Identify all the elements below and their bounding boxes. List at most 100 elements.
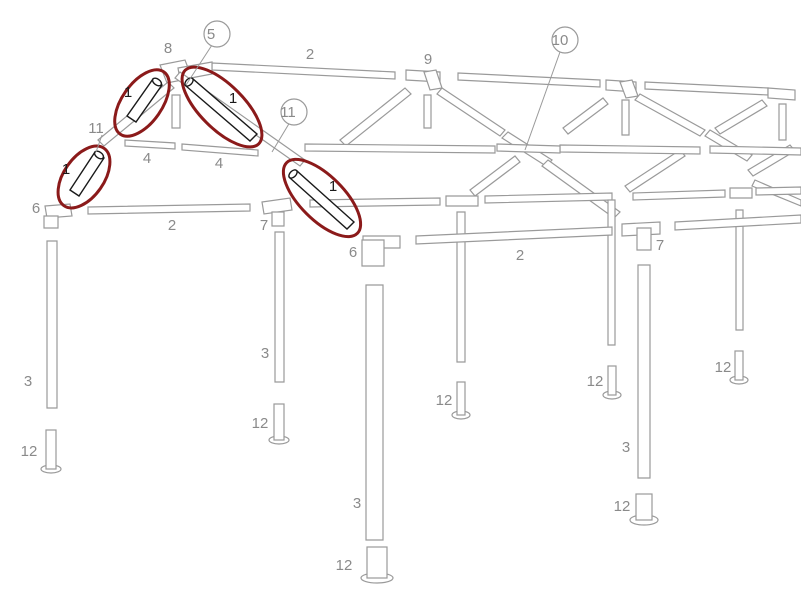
middle-lower-rail xyxy=(755,186,801,196)
foot-12 xyxy=(45,429,57,470)
highlight-ellipse xyxy=(281,157,363,239)
label-12: 12 xyxy=(252,415,269,432)
label-3: 3 xyxy=(24,373,32,390)
connector-7 xyxy=(261,197,293,215)
label-12: 12 xyxy=(436,392,453,409)
foot-12 xyxy=(635,493,653,521)
label-12: 12 xyxy=(715,359,732,376)
roof-brace xyxy=(339,87,412,147)
back-roof-rail xyxy=(457,72,601,88)
foot-12 xyxy=(456,381,466,416)
front-rail-2 xyxy=(87,203,251,215)
part-labels: 5 11 10 8 2 9 11 4 4 6 2 7 6 2 7 3 3 3 3… xyxy=(21,26,732,574)
label-5: 5 xyxy=(207,26,215,43)
middle-rail xyxy=(496,143,561,154)
label-10: 10 xyxy=(552,32,569,49)
front-rail-2 xyxy=(415,226,613,245)
middle-lower-rail xyxy=(309,197,441,208)
label-3: 3 xyxy=(261,345,269,362)
label-9: 9 xyxy=(424,51,432,68)
label-1: 1 xyxy=(124,84,132,101)
label-12: 12 xyxy=(336,557,353,574)
foot-12 xyxy=(734,350,744,381)
label-2: 2 xyxy=(306,46,314,63)
connector xyxy=(445,195,479,207)
label-7: 7 xyxy=(260,217,268,234)
rail-4 xyxy=(181,143,259,157)
label-6: 6 xyxy=(32,200,40,217)
part-1-tube xyxy=(126,78,163,123)
label-12: 12 xyxy=(587,373,604,390)
callouts xyxy=(95,20,579,153)
label-2: 2 xyxy=(516,247,524,264)
middle-rail xyxy=(709,145,801,156)
leg-3 xyxy=(365,284,384,541)
connector-7 xyxy=(636,227,652,251)
part-1-tube xyxy=(69,151,105,197)
leg-3 xyxy=(274,231,285,383)
connector-7 xyxy=(271,211,285,227)
leader-line xyxy=(271,121,291,153)
foot-12 xyxy=(366,546,388,579)
connector-6 xyxy=(361,239,385,267)
leader-line xyxy=(185,44,213,86)
front-rail-2 xyxy=(674,214,801,231)
back-leg xyxy=(423,94,432,129)
connector-6 xyxy=(43,215,59,229)
roof-brace xyxy=(634,93,706,137)
label-1: 1 xyxy=(229,90,237,107)
highlight-ellipse xyxy=(180,65,264,149)
callout-10 xyxy=(551,26,579,54)
middle-row-frame xyxy=(124,139,801,420)
back-row-frame xyxy=(211,62,796,141)
callout-11 xyxy=(280,98,308,126)
label-3: 3 xyxy=(353,495,361,512)
label-1: 1 xyxy=(62,161,70,178)
label-2: 2 xyxy=(168,217,176,234)
label-4: 4 xyxy=(215,155,223,172)
middle-rail xyxy=(304,143,496,154)
connector xyxy=(767,87,796,101)
middle-lower-rail xyxy=(632,189,726,201)
front-frame xyxy=(40,59,801,584)
back-roof-rail xyxy=(211,62,396,80)
label-6: 6 xyxy=(349,244,357,261)
leg-3 xyxy=(637,264,651,479)
middle-leg xyxy=(735,209,744,331)
label-7: 7 xyxy=(656,237,664,254)
foot-12 xyxy=(273,403,285,441)
label-11: 11 xyxy=(88,120,104,137)
roof-brace xyxy=(562,97,609,135)
part-1-tube-end xyxy=(151,77,163,87)
label-11-callout: 11 xyxy=(280,104,296,121)
back-leg xyxy=(778,103,787,141)
part-1-tube-end xyxy=(288,169,298,179)
leader-line xyxy=(95,134,103,153)
label-1: 1 xyxy=(329,178,337,195)
highlight-ellipse xyxy=(113,68,171,138)
foot-12 xyxy=(607,365,617,396)
label-12: 12 xyxy=(21,443,38,460)
rail-4 xyxy=(124,139,176,150)
middle-rail xyxy=(559,144,701,155)
label-12: 12 xyxy=(614,498,631,515)
short-post xyxy=(171,94,181,129)
highlighted-parts xyxy=(56,65,363,239)
leader-line xyxy=(524,51,561,151)
connector xyxy=(729,187,753,199)
label-4: 4 xyxy=(143,150,151,167)
callout-5 xyxy=(203,20,231,48)
roof-brace xyxy=(469,155,521,197)
leg-3 xyxy=(46,240,58,409)
highlight-ellipse xyxy=(56,144,112,210)
middle-leg xyxy=(456,211,466,363)
back-leg xyxy=(621,99,630,136)
roof-brace xyxy=(714,99,768,135)
roof-brace xyxy=(436,87,506,137)
roof-brace xyxy=(624,149,686,193)
part-1-tube-end xyxy=(93,150,105,160)
label-3: 3 xyxy=(622,439,630,456)
label-8: 8 xyxy=(164,40,172,57)
